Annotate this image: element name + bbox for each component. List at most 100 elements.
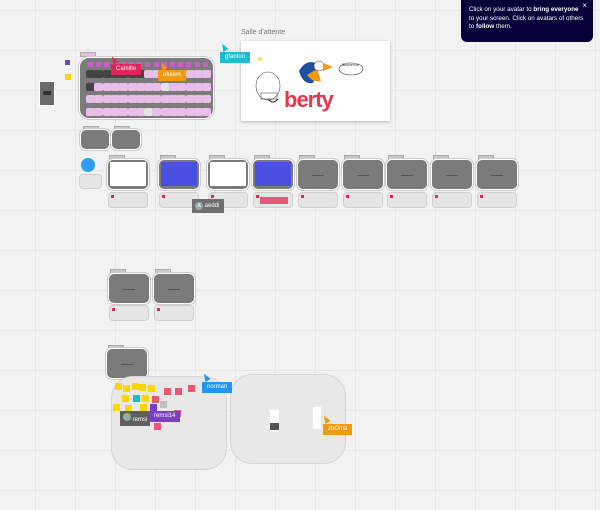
seat-cell[interactable] [144,70,154,78]
empty-frame[interactable] [386,159,428,190]
empty-frame[interactable] [342,159,384,190]
device-thumbnail[interactable] [39,81,55,106]
seat-cell[interactable] [102,82,112,91]
info-frame[interactable] [111,129,141,150]
waiting-room-frame[interactable]: Bienvenue berty [241,41,390,121]
seat-cell[interactable] [94,107,104,116]
seat-cell[interactable] [110,107,120,116]
seat-cell[interactable] [127,95,137,103]
seat-cell[interactable] [185,95,195,103]
sticky-note[interactable] [188,385,195,392]
seat-cell[interactable] [119,82,129,91]
empty-frame[interactable] [297,159,339,190]
screen-mockup-frame[interactable] [107,159,149,190]
sticky-note[interactable] [274,197,281,204]
collaborator-label-ekelen[interactable]: ekelen [158,70,186,81]
empty-frame[interactable] [476,159,518,190]
seat-cell[interactable] [152,70,162,78]
sticky-note[interactable] [133,395,140,402]
close-icon[interactable]: × [582,1,587,10]
card[interactable] [477,192,517,208]
seat-cell[interactable] [119,95,129,103]
sticky-note[interactable] [132,383,139,390]
screen-mockup-frame[interactable] [252,159,294,190]
seat-cell[interactable] [169,107,178,116]
seat-cell[interactable] [202,70,212,78]
seat-cell[interactable] [127,107,137,116]
sticky-note[interactable] [160,401,167,408]
card[interactable] [298,192,338,208]
empty-frame[interactable] [108,273,150,304]
breakout-zone-2[interactable] [230,374,346,464]
seat-cell[interactable] [86,82,95,91]
seat-cell[interactable] [185,70,195,78]
screen-mockup-frame[interactable] [207,159,249,190]
seat-cell[interactable] [152,82,162,91]
seat-cell[interactable] [177,107,187,116]
collaborator-label-norman[interactable]: norman [202,382,233,393]
note-card[interactable] [79,174,102,189]
collaborator-label-gfanton[interactable]: gfanton [220,52,251,63]
seat-cell[interactable] [193,70,203,78]
seat-cell[interactable] [193,107,203,116]
seat-cell[interactable] [169,82,178,91]
card[interactable] [253,192,293,208]
seat-cell[interactable] [202,95,212,103]
empty-frame[interactable] [153,273,195,304]
seat-cell[interactable] [86,70,95,78]
seat-cell[interactable] [185,82,195,91]
card[interactable] [343,192,383,208]
card[interactable] [109,305,149,321]
seat-cell[interactable] [94,95,104,103]
sticky-note[interactable] [115,383,122,390]
empty-frame[interactable] [106,348,148,379]
sticky-note[interactable] [152,396,159,403]
blue-circle-shape[interactable] [81,158,95,172]
seat-cell[interactable] [119,107,129,116]
sticky-note[interactable] [123,385,130,392]
sticky-note[interactable] [113,404,120,411]
seat-cell[interactable] [110,95,120,103]
sticky-note[interactable] [139,384,146,391]
seat-cell[interactable] [152,107,162,116]
seat-cell[interactable] [193,82,203,91]
empty-frame[interactable] [431,159,473,190]
sticky-note[interactable] [281,197,288,204]
seat-cell[interactable] [144,107,154,116]
seat-cell[interactable] [144,95,154,103]
seat-cell[interactable] [94,70,104,78]
card[interactable] [387,192,427,208]
seat-cell[interactable] [102,95,112,103]
screen-mockup-frame[interactable] [158,159,200,190]
seat-cell[interactable] [135,107,145,116]
sticky-note[interactable] [148,385,155,392]
seat-cell[interactable] [135,95,145,103]
info-frame[interactable] [80,129,110,150]
seat-cell[interactable] [86,95,95,103]
collaborator-label-aeddi[interactable]: A aeddi [192,199,225,213]
sticky-note[interactable] [154,423,161,430]
seat-cell[interactable] [160,107,170,116]
seat-cell[interactable] [86,107,95,116]
sticky-note[interactable] [267,197,274,204]
sticky-note[interactable] [140,404,147,411]
seat-cell[interactable] [144,82,154,91]
seat-cell[interactable] [185,107,195,116]
collaborator-label-remsi14[interactable]: remsi14 [149,411,181,422]
seat-cell[interactable] [160,95,170,103]
document-thumbnail[interactable] [313,407,321,429]
seat-cell[interactable] [135,82,145,91]
card[interactable] [154,305,194,321]
seat-cell[interactable] [169,95,178,103]
sticky-note[interactable] [260,197,267,204]
document-thumbnail[interactable] [270,410,279,432]
sticky-note[interactable] [142,395,149,402]
collaborator-label-remsi[interactable]: remsi [120,411,151,426]
seat-cell[interactable] [110,82,120,91]
sticky-note[interactable] [164,388,171,395]
card[interactable] [432,192,472,208]
seat-cell[interactable] [127,82,137,91]
sticky-note[interactable] [175,388,182,395]
sticky-note[interactable] [150,404,157,411]
sticky-note[interactable] [122,395,129,402]
